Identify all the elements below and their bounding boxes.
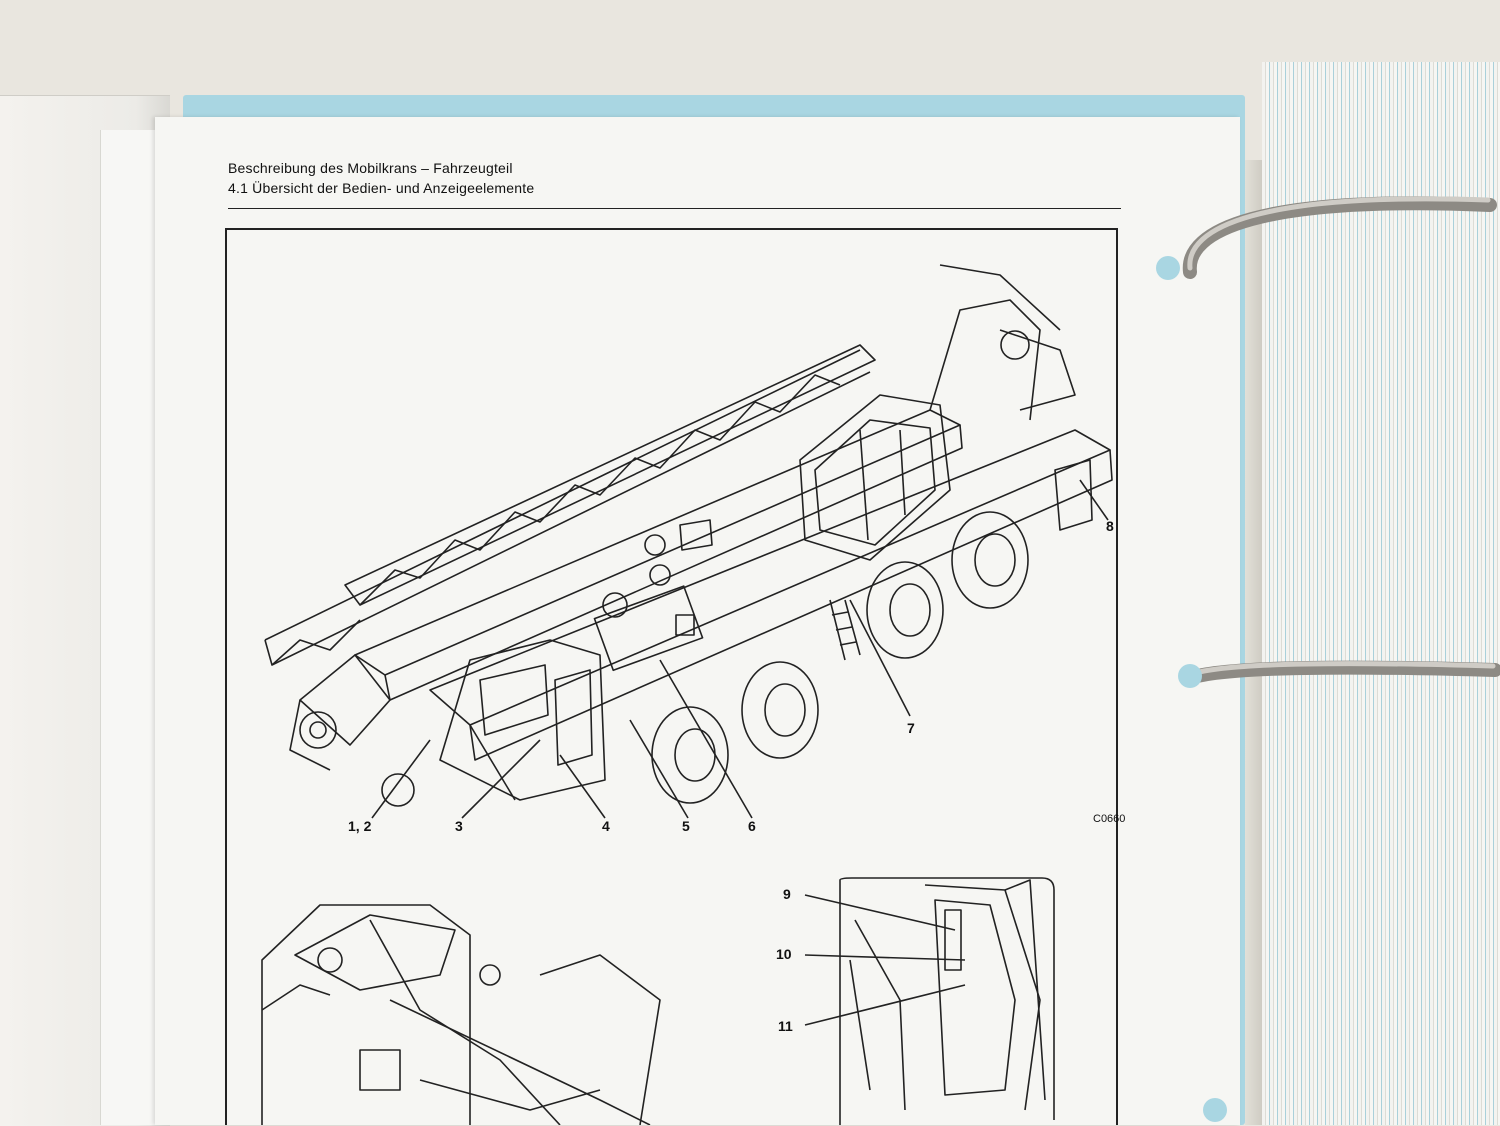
callout-5: 5 — [682, 818, 690, 834]
header-title: Beschreibung des Mobilkrans – Fahrzeugte… — [228, 160, 513, 176]
callout-1-2: 1, 2 — [348, 818, 372, 834]
callout-10: 10 — [776, 946, 792, 962]
callout-6: 6 — [748, 818, 756, 834]
callout-8: 8 — [1106, 518, 1114, 534]
callout-4: 4 — [602, 818, 610, 834]
binder-pocket — [100, 130, 156, 1125]
callout-3: 3 — [455, 818, 463, 834]
figure-frame — [225, 228, 1118, 1125]
callout-7: 7 — [907, 720, 915, 736]
callout-11: 11 — [778, 1018, 793, 1034]
header-rule — [228, 208, 1121, 209]
drawing-code: C0660 — [1093, 813, 1126, 825]
binder-spine — [1245, 160, 1267, 1125]
header-section: 4.1 Übersicht der Bedien- und Anzeigeele… — [228, 180, 535, 196]
callout-9: 9 — [783, 886, 791, 902]
page-header: Beschreibung des Mobilkrans – Fahrzeugte… — [228, 158, 1123, 209]
manual-page — [155, 117, 1240, 1125]
